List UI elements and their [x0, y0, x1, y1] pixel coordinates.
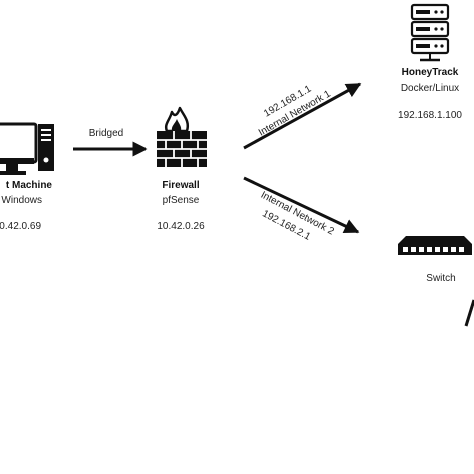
honeytrack-ip: 192.168.1.100: [398, 110, 462, 121]
host-ip: 10.42.0.69: [0, 221, 41, 232]
arrow-firewall-to-switch: [243, 176, 360, 234]
firewall-ip: 10.42.0.26: [157, 221, 205, 232]
server-icon: [410, 3, 450, 62]
arrow-firewall-to-honeytrack: [243, 82, 362, 150]
honeytrack-name: HoneyTrack: [401, 67, 459, 78]
firewall-os: pfSense: [162, 195, 200, 206]
host-os: Windows: [1, 195, 42, 206]
host-name: t Machine: [5, 180, 52, 191]
firewall-name: Firewall: [162, 180, 200, 191]
desktop-computer-icon: [0, 122, 54, 175]
link-bridged-label: Bridged: [88, 128, 124, 139]
arrow-switch-down: [464, 299, 474, 327]
honeytrack-os: Docker/Linux: [400, 83, 460, 94]
switch-name: Switch: [426, 273, 456, 284]
firewall-icon: [157, 106, 207, 167]
network-switch-icon: [398, 236, 472, 255]
